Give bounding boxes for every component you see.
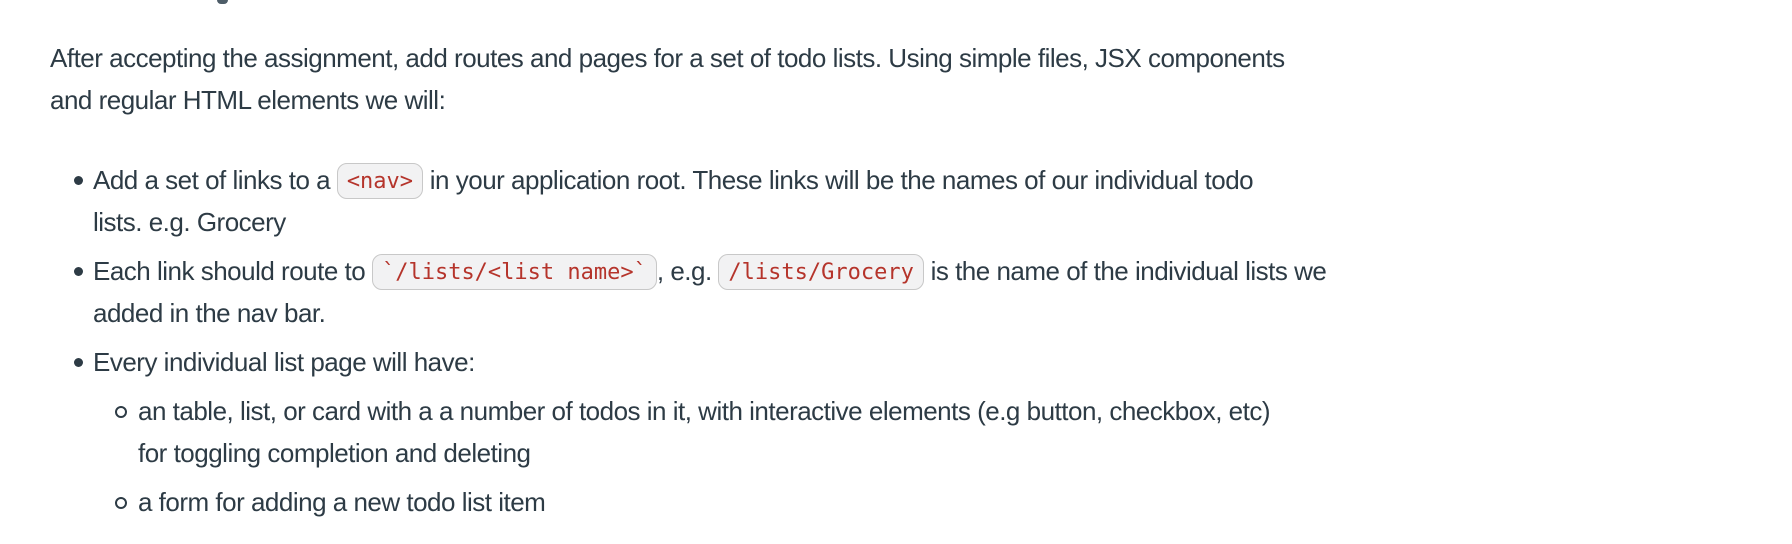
- list-item-content: an table, list, or card with a a number …: [138, 390, 1752, 474]
- cropped-heading-descender: [217, 0, 228, 4]
- text-segment: added in the nav bar.: [93, 298, 326, 328]
- inline-code: /lists/Grocery: [718, 254, 924, 290]
- paragraph-line: After accepting the assignment, add rout…: [50, 43, 1285, 73]
- list-item-line: a form for adding a new todo list item: [138, 481, 1752, 523]
- paragraph-line: and regular HTML elements we will:: [50, 85, 446, 115]
- text-segment: is the name of the individual lists we: [923, 256, 1327, 286]
- list-item: Every individual list page will have: an …: [50, 341, 1752, 523]
- nested-list-item: an table, list, or card with a a number …: [93, 390, 1752, 474]
- list-item-line: Every individual list page will have:: [93, 341, 1752, 383]
- assignment-description: After accepting the assignment, add rout…: [50, 37, 1752, 523]
- list-item-line: for toggling completion and deleting: [138, 432, 1752, 474]
- nested-list: an table, list, or card with a a number …: [93, 390, 1752, 523]
- inline-code: `/lists/<list name>`: [371, 254, 657, 290]
- list-item-content: Every individual list page will have: an …: [93, 341, 1752, 523]
- list-item-line: lists. e.g. Grocery: [93, 201, 1752, 243]
- bullet-circle-icon: [115, 406, 127, 418]
- list-item-content: Each link should route to `/lists/<list …: [93, 250, 1752, 334]
- list-item-line: Add a set of links to a <nav> in your ap…: [93, 159, 1752, 201]
- text-segment: Each link should route to: [93, 256, 372, 286]
- list-item-line: Each link should route to `/lists/<list …: [93, 250, 1752, 292]
- text-segment: in your application root. These links wi…: [423, 165, 1254, 195]
- list-item-content: Add a set of links to a <nav> in your ap…: [93, 159, 1752, 243]
- list-item: Add a set of links to a <nav> in your ap…: [50, 159, 1752, 243]
- nested-list-item: a form for adding a new todo list item: [93, 481, 1752, 523]
- bullet-disc-icon: [74, 358, 83, 367]
- bullet-disc-icon: [74, 176, 83, 185]
- list-item: Each link should route to `/lists/<list …: [50, 250, 1752, 334]
- inline-code: <nav>: [336, 163, 424, 199]
- intro-paragraph: After accepting the assignment, add rout…: [50, 37, 1752, 121]
- bullet-disc-icon: [74, 267, 83, 276]
- requirements-list: Add a set of links to a <nav> in your ap…: [50, 159, 1752, 523]
- text-segment: an table, list, or card with a a number …: [138, 396, 1270, 426]
- bullet-circle-icon: [115, 497, 127, 509]
- text-segment: , e.g.: [656, 256, 719, 286]
- list-item-content: a form for adding a new todo list item: [138, 481, 1752, 523]
- text-segment: lists. e.g. Grocery: [93, 207, 286, 237]
- list-item-line: an table, list, or card with a a number …: [138, 390, 1752, 432]
- text-segment: Every individual list page will have:: [93, 347, 475, 377]
- text-segment: Add a set of links to a: [93, 165, 337, 195]
- text-segment: for toggling completion and deleting: [138, 438, 531, 468]
- list-item-line: added in the nav bar.: [93, 292, 1752, 334]
- text-segment: a form for adding a new todo list item: [138, 487, 546, 517]
